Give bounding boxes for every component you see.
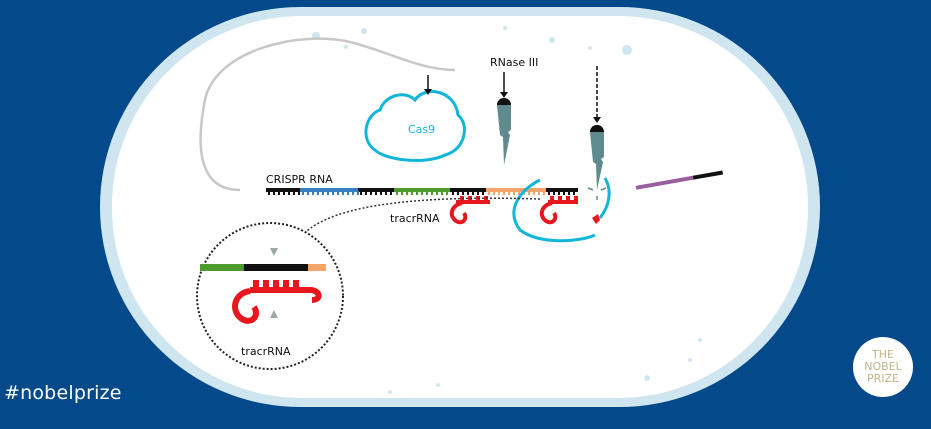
cas9-scissor-icon — [590, 125, 604, 190]
strand-tooth — [332, 191, 334, 195]
strand-tooth — [528, 191, 530, 195]
strand-tooth — [385, 191, 387, 195]
logo-line: NOBEL — [864, 360, 902, 373]
strand-tooth — [298, 191, 300, 195]
strand-tooth — [503, 191, 505, 195]
strand-tooth — [288, 191, 290, 195]
strand-tooth — [573, 191, 575, 195]
strand-tooth — [327, 191, 329, 195]
strand-tooth — [467, 191, 469, 195]
strand-tooth — [416, 191, 418, 195]
cut-mark-icon — [587, 187, 607, 200]
strand-tooth — [347, 191, 349, 195]
strand-tooth — [498, 191, 500, 195]
inset-tracr — [232, 280, 322, 324]
arrow-up-icon — [270, 310, 278, 318]
strand-tooth — [421, 191, 423, 195]
strand-tooth — [441, 191, 443, 195]
inset-connector — [299, 197, 541, 239]
mature-crrna — [635, 170, 724, 190]
arrow-down-icon — [500, 92, 508, 98]
strand-tooth — [543, 191, 545, 195]
strand-tooth — [293, 191, 295, 195]
strand-tooth — [513, 191, 515, 195]
strand-tooth — [533, 191, 535, 195]
strand-tooth — [396, 191, 398, 195]
strand-tooth — [380, 191, 382, 195]
inset-tracr-label: tracrRNA — [241, 345, 291, 358]
strand-tooth — [312, 191, 314, 195]
strand-tooth — [446, 191, 448, 195]
cas9-label: Cas9 — [408, 123, 435, 136]
strand-tooth — [307, 191, 309, 195]
strand-tooth — [452, 191, 454, 195]
strand-tooth — [426, 191, 428, 195]
cas9-complex-outline — [512, 177, 611, 243]
strand-tooth — [365, 191, 367, 195]
arrow-down-icon — [593, 117, 601, 123]
arrow-down-icon — [270, 248, 278, 256]
strand-tooth — [436, 191, 438, 195]
strand-tooth — [568, 191, 570, 195]
tracr-rna-2 — [539, 196, 578, 225]
cleaved-tracr — [592, 214, 600, 224]
strand-tooth — [548, 191, 550, 195]
strand-tooth — [472, 191, 474, 195]
strand-tooth — [360, 191, 362, 195]
logo-line: THE — [872, 348, 894, 361]
strand-tooth — [342, 191, 344, 195]
tracr-rna-1 — [449, 196, 490, 225]
strand-tooth — [538, 191, 540, 195]
strand-tooth — [357, 191, 359, 195]
strand-tooth — [268, 191, 270, 195]
strand-tooth — [558, 191, 560, 195]
strand-tooth — [553, 191, 555, 195]
hashtag: #nobelprize — [4, 382, 122, 404]
crispr-rna-label: CRISPR RNA — [266, 173, 333, 186]
strand-tooth — [317, 191, 319, 195]
strand-tooth — [352, 191, 354, 195]
strand-tooth — [406, 191, 408, 195]
arrow-down-icon — [424, 89, 432, 95]
strand-tooth — [370, 191, 372, 195]
strand-tooth — [482, 191, 484, 195]
strand-tooth — [477, 191, 479, 195]
strand-tooth — [273, 191, 275, 195]
strand-tooth — [375, 191, 377, 195]
strand-tooth — [462, 191, 464, 195]
strand-tooth — [411, 191, 413, 195]
crispr-rna-teeth — [268, 191, 575, 195]
strand-tooth — [322, 191, 324, 195]
nobel-prize-logo: THE NOBEL PRIZE — [853, 337, 913, 397]
strand-tooth — [518, 191, 520, 195]
rnase-label: RNase III — [490, 56, 538, 69]
cas9-outline — [364, 90, 466, 162]
strand-tooth — [390, 191, 392, 195]
strand-tooth — [302, 191, 304, 195]
strand-tooth — [493, 191, 495, 195]
strand-tooth — [563, 191, 565, 195]
strand-tooth — [431, 191, 433, 195]
crispr-rna-strand — [266, 188, 578, 192]
tracr-rna-label: tracrRNA — [390, 212, 440, 225]
strand-tooth — [488, 191, 490, 195]
logo-line: PRIZE — [866, 372, 899, 385]
strand-tooth — [283, 191, 285, 195]
strand-tooth — [508, 191, 510, 195]
strand-tooth — [457, 191, 459, 195]
inset-circle — [196, 222, 344, 370]
strand-tooth — [337, 191, 339, 195]
strand-tooth — [278, 191, 280, 195]
rnase-scissor-icon — [497, 98, 511, 165]
strand-tooth — [401, 191, 403, 195]
gray-rna-strand — [199, 37, 456, 192]
